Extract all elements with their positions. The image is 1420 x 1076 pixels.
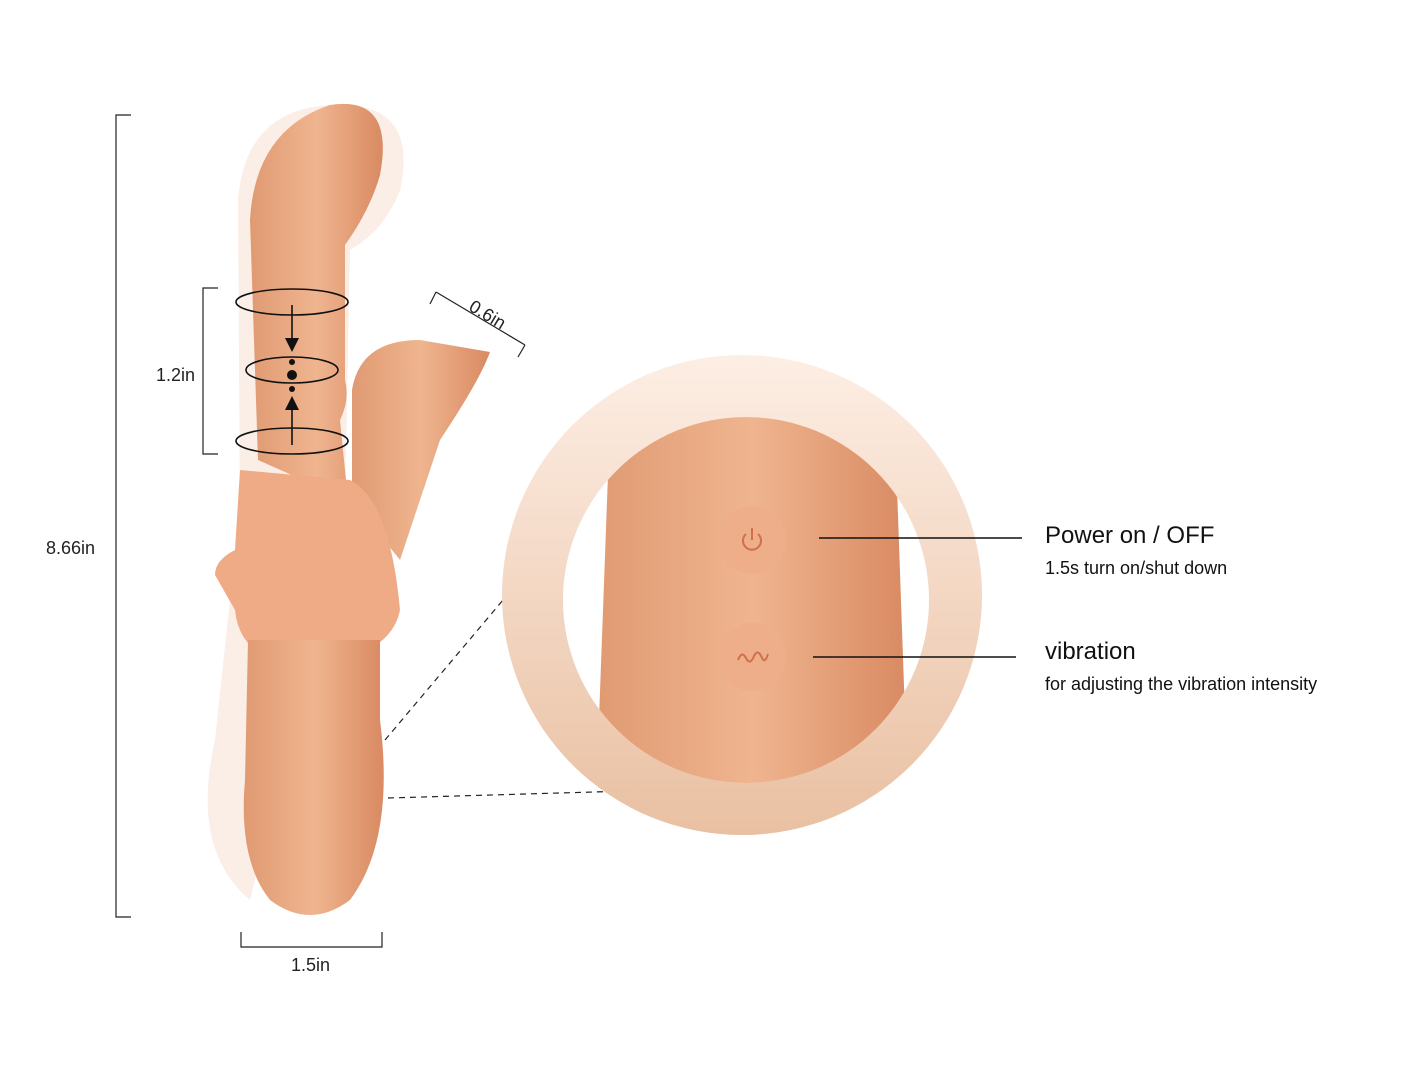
product <box>207 103 490 915</box>
base-width-label: 1.5in <box>291 955 331 975</box>
arm-bracket <box>429 291 526 358</box>
thrust-arrows <box>285 338 299 410</box>
vibration-button <box>718 623 786 691</box>
zoom-detail <box>596 417 908 783</box>
thrust-range-label: 1.2in <box>156 365 196 385</box>
power-title: Power on / OFF <box>1045 522 1215 549</box>
total-length-label: 8.66in <box>46 538 96 558</box>
vibration-description: for adjusting the vibration intensity <box>1045 674 1318 694</box>
thrust-bracket <box>202 287 218 455</box>
vibration-title: vibration <box>1045 638 1136 665</box>
wave-icon <box>737 651 769 663</box>
width-bracket <box>240 932 383 948</box>
power-description: 1.5s turn on/shut down <box>1045 558 1228 578</box>
thrust-indicator <box>235 288 349 455</box>
length-bracket <box>115 114 131 918</box>
power-icon <box>742 528 762 551</box>
